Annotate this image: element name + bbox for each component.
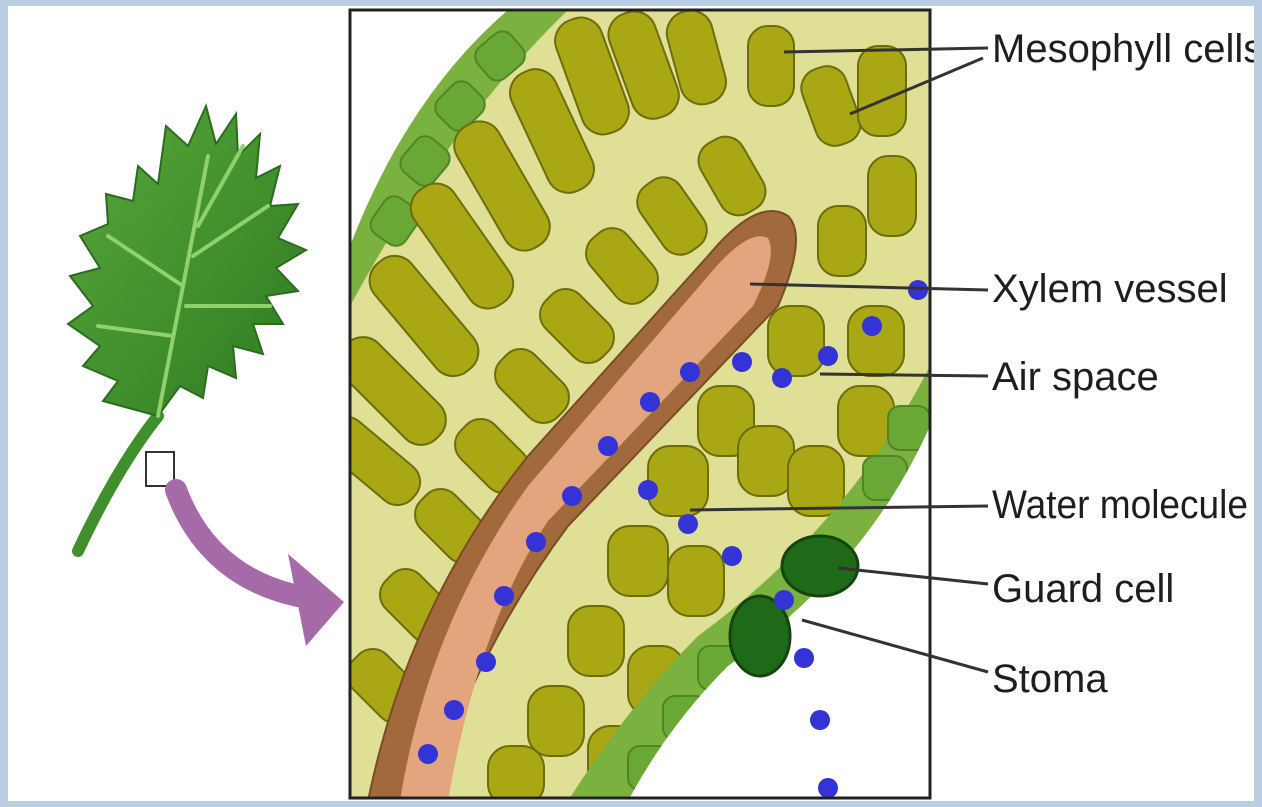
figure-canvas: Mesophyll cells Xylem vessel Air space W… — [8, 6, 1254, 801]
label-xylem-vessel: Xylem vessel — [992, 267, 1228, 311]
label-stoma: Stoma — [992, 657, 1108, 701]
curved-arrow-icon — [176, 490, 344, 646]
label-guard-cell: Guard cell — [992, 567, 1174, 611]
leaf-cross-section — [316, 6, 930, 801]
zoom-box-icon — [146, 452, 174, 486]
label-water-molecule: Water molecule — [992, 483, 1248, 527]
label-air-space: Air space — [992, 355, 1159, 399]
transpiration-diagram: Mesophyll cells Xylem vessel Air space W… — [8, 6, 1254, 801]
leaf-icon — [68, 106, 306, 551]
label-mesophyll-cells: Mesophyll cells — [992, 27, 1254, 71]
